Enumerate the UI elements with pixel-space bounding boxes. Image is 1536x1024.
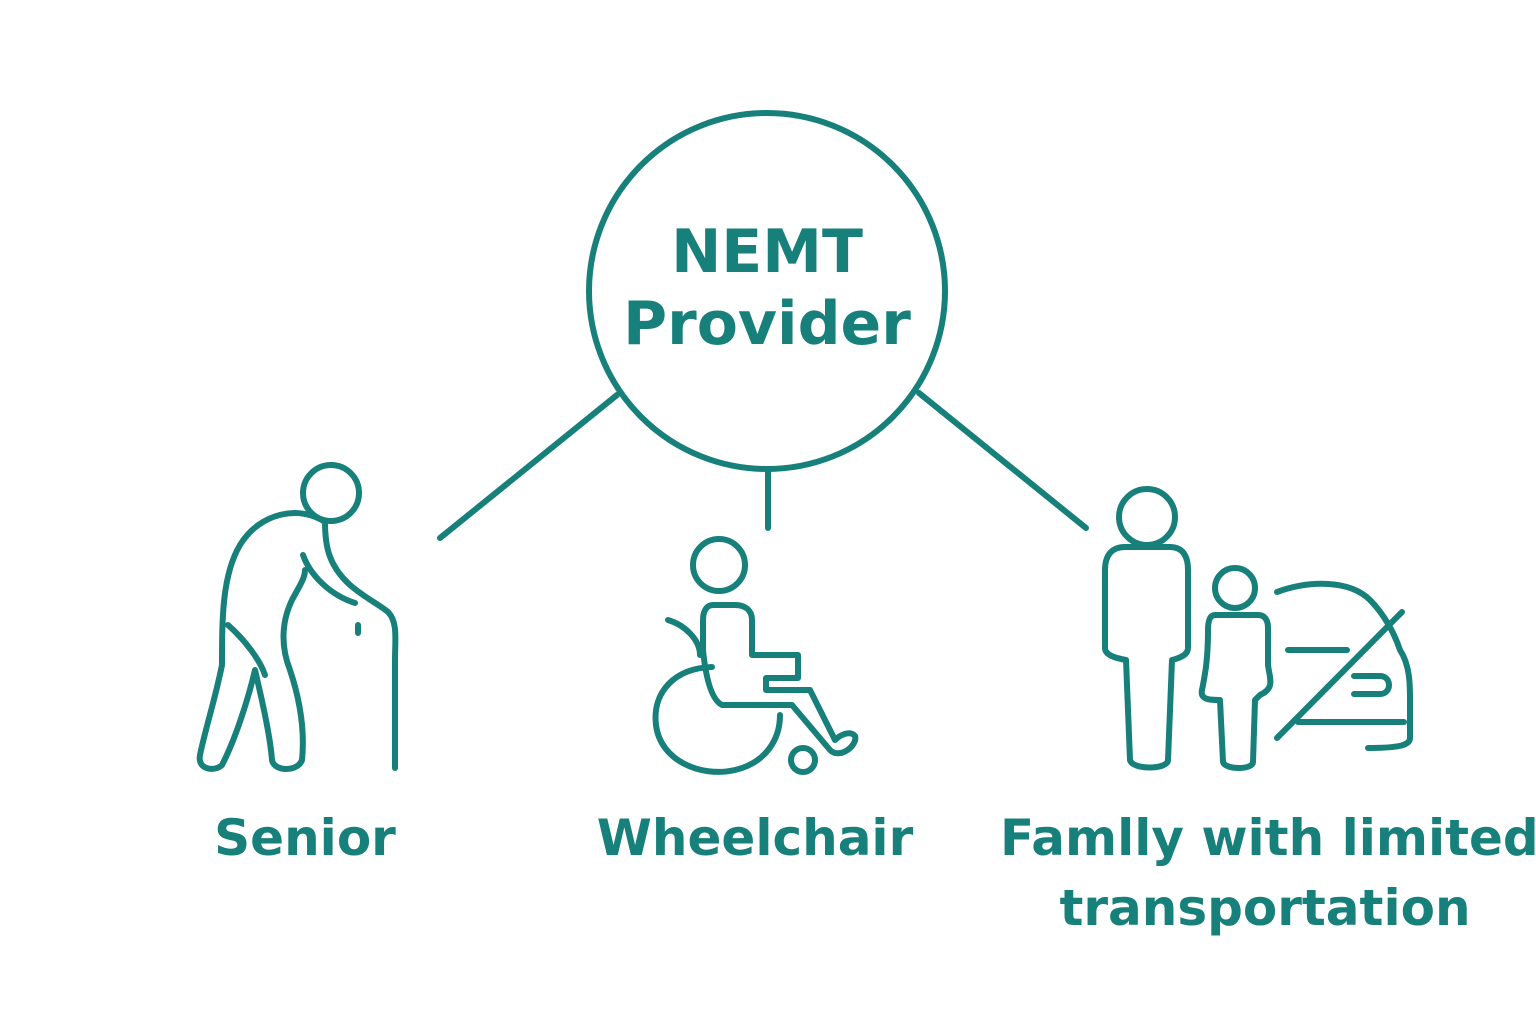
family-label-line1: Famlly with limited [1000, 809, 1536, 867]
connector-senior [437, 392, 620, 541]
senior-with-cane-icon [196, 462, 399, 772]
family-car-icon [1102, 486, 1413, 771]
center-title-line2: Provider [623, 289, 911, 359]
family-label-line2: transportation [1059, 879, 1471, 937]
senior-label: Senior [214, 809, 396, 867]
wheelchair-user-icon [652, 536, 859, 775]
connector-family [916, 390, 1089, 531]
wheelchair-label: Wheelchair [596, 809, 914, 867]
center-title-line1: NEMT [671, 217, 863, 287]
